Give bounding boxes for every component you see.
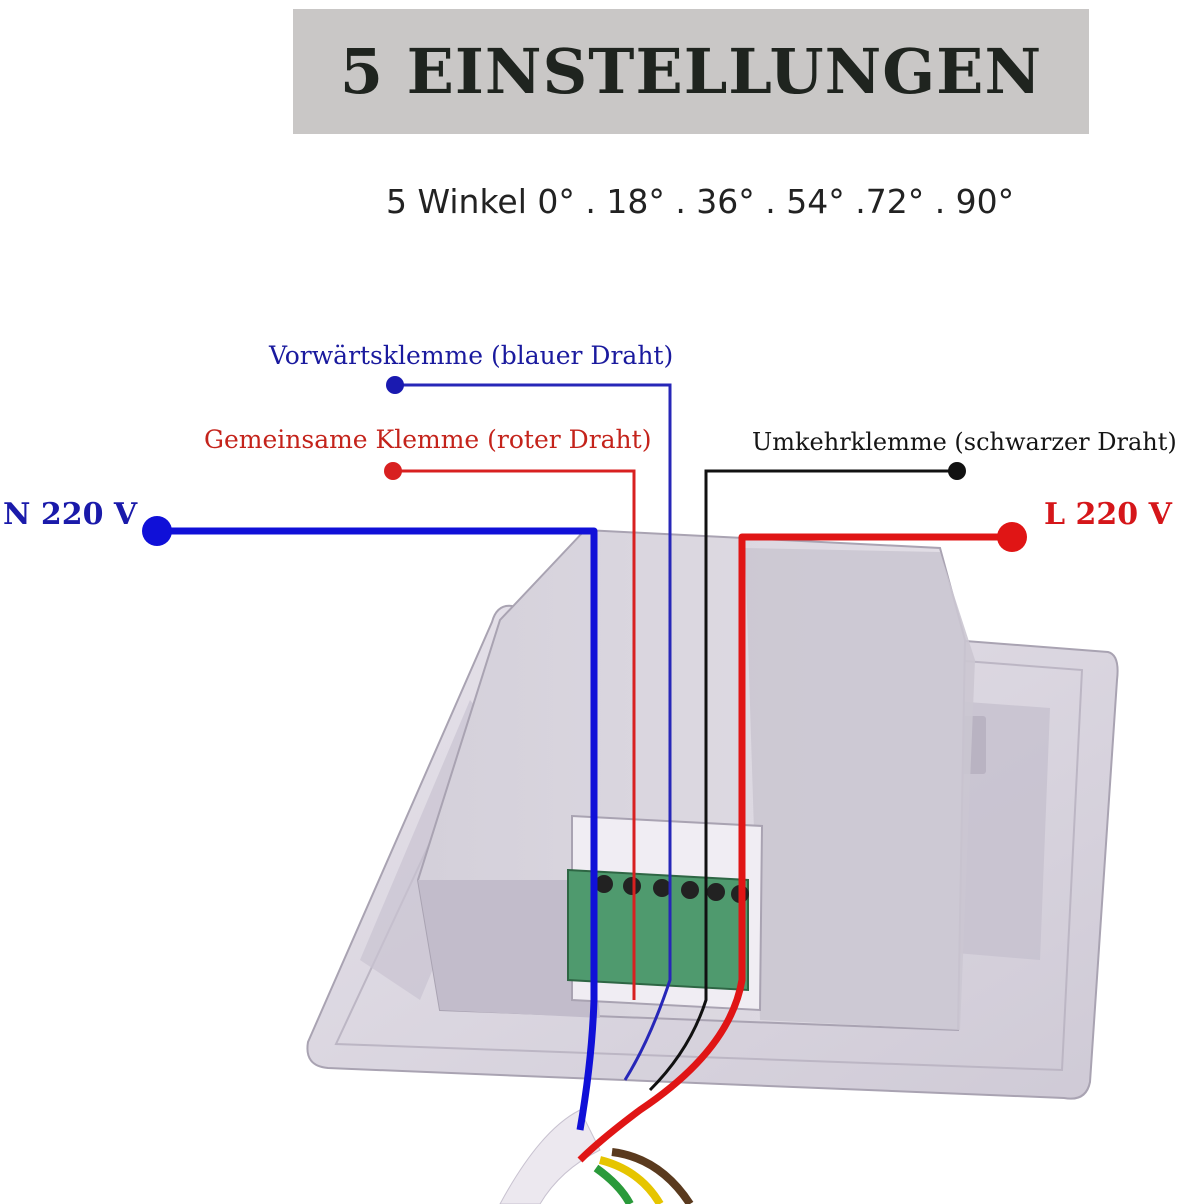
neutral-label: N 220 V [3,497,138,532]
forward-terminal-dot [386,376,404,394]
reverse-terminal-label: Umkehrklemme (schwarzer Draht) [752,428,1177,456]
live-label: L 220 V [1044,497,1172,532]
module-housing [416,528,975,1032]
neutral-wire [142,516,598,1131]
common-terminal-label: Gemeinsame Klemme (roter Draht) [204,425,652,454]
reverse-terminal-dot [948,462,966,480]
forward-terminal-label: Vorwärtsklemme (blauer Draht) [269,341,674,370]
neutral-terminal-dot [142,516,172,546]
common-terminal-dot [384,462,402,480]
forward-wire [386,376,672,1081]
cable-bundle [499,1109,694,1204]
live-terminal-dot [997,522,1027,552]
banner-title: 5 EINSTELLUNGEN [339,35,1043,108]
title-banner: 5 EINSTELLUNGEN [293,9,1089,134]
angle-settings-subtitle: 5 Winkel 0° . 18° . 36° . 54° .72° . 90° [386,182,1015,221]
live-wire [577,522,1027,1163]
common-wire [384,462,636,1000]
reverse-wire [648,462,966,1092]
